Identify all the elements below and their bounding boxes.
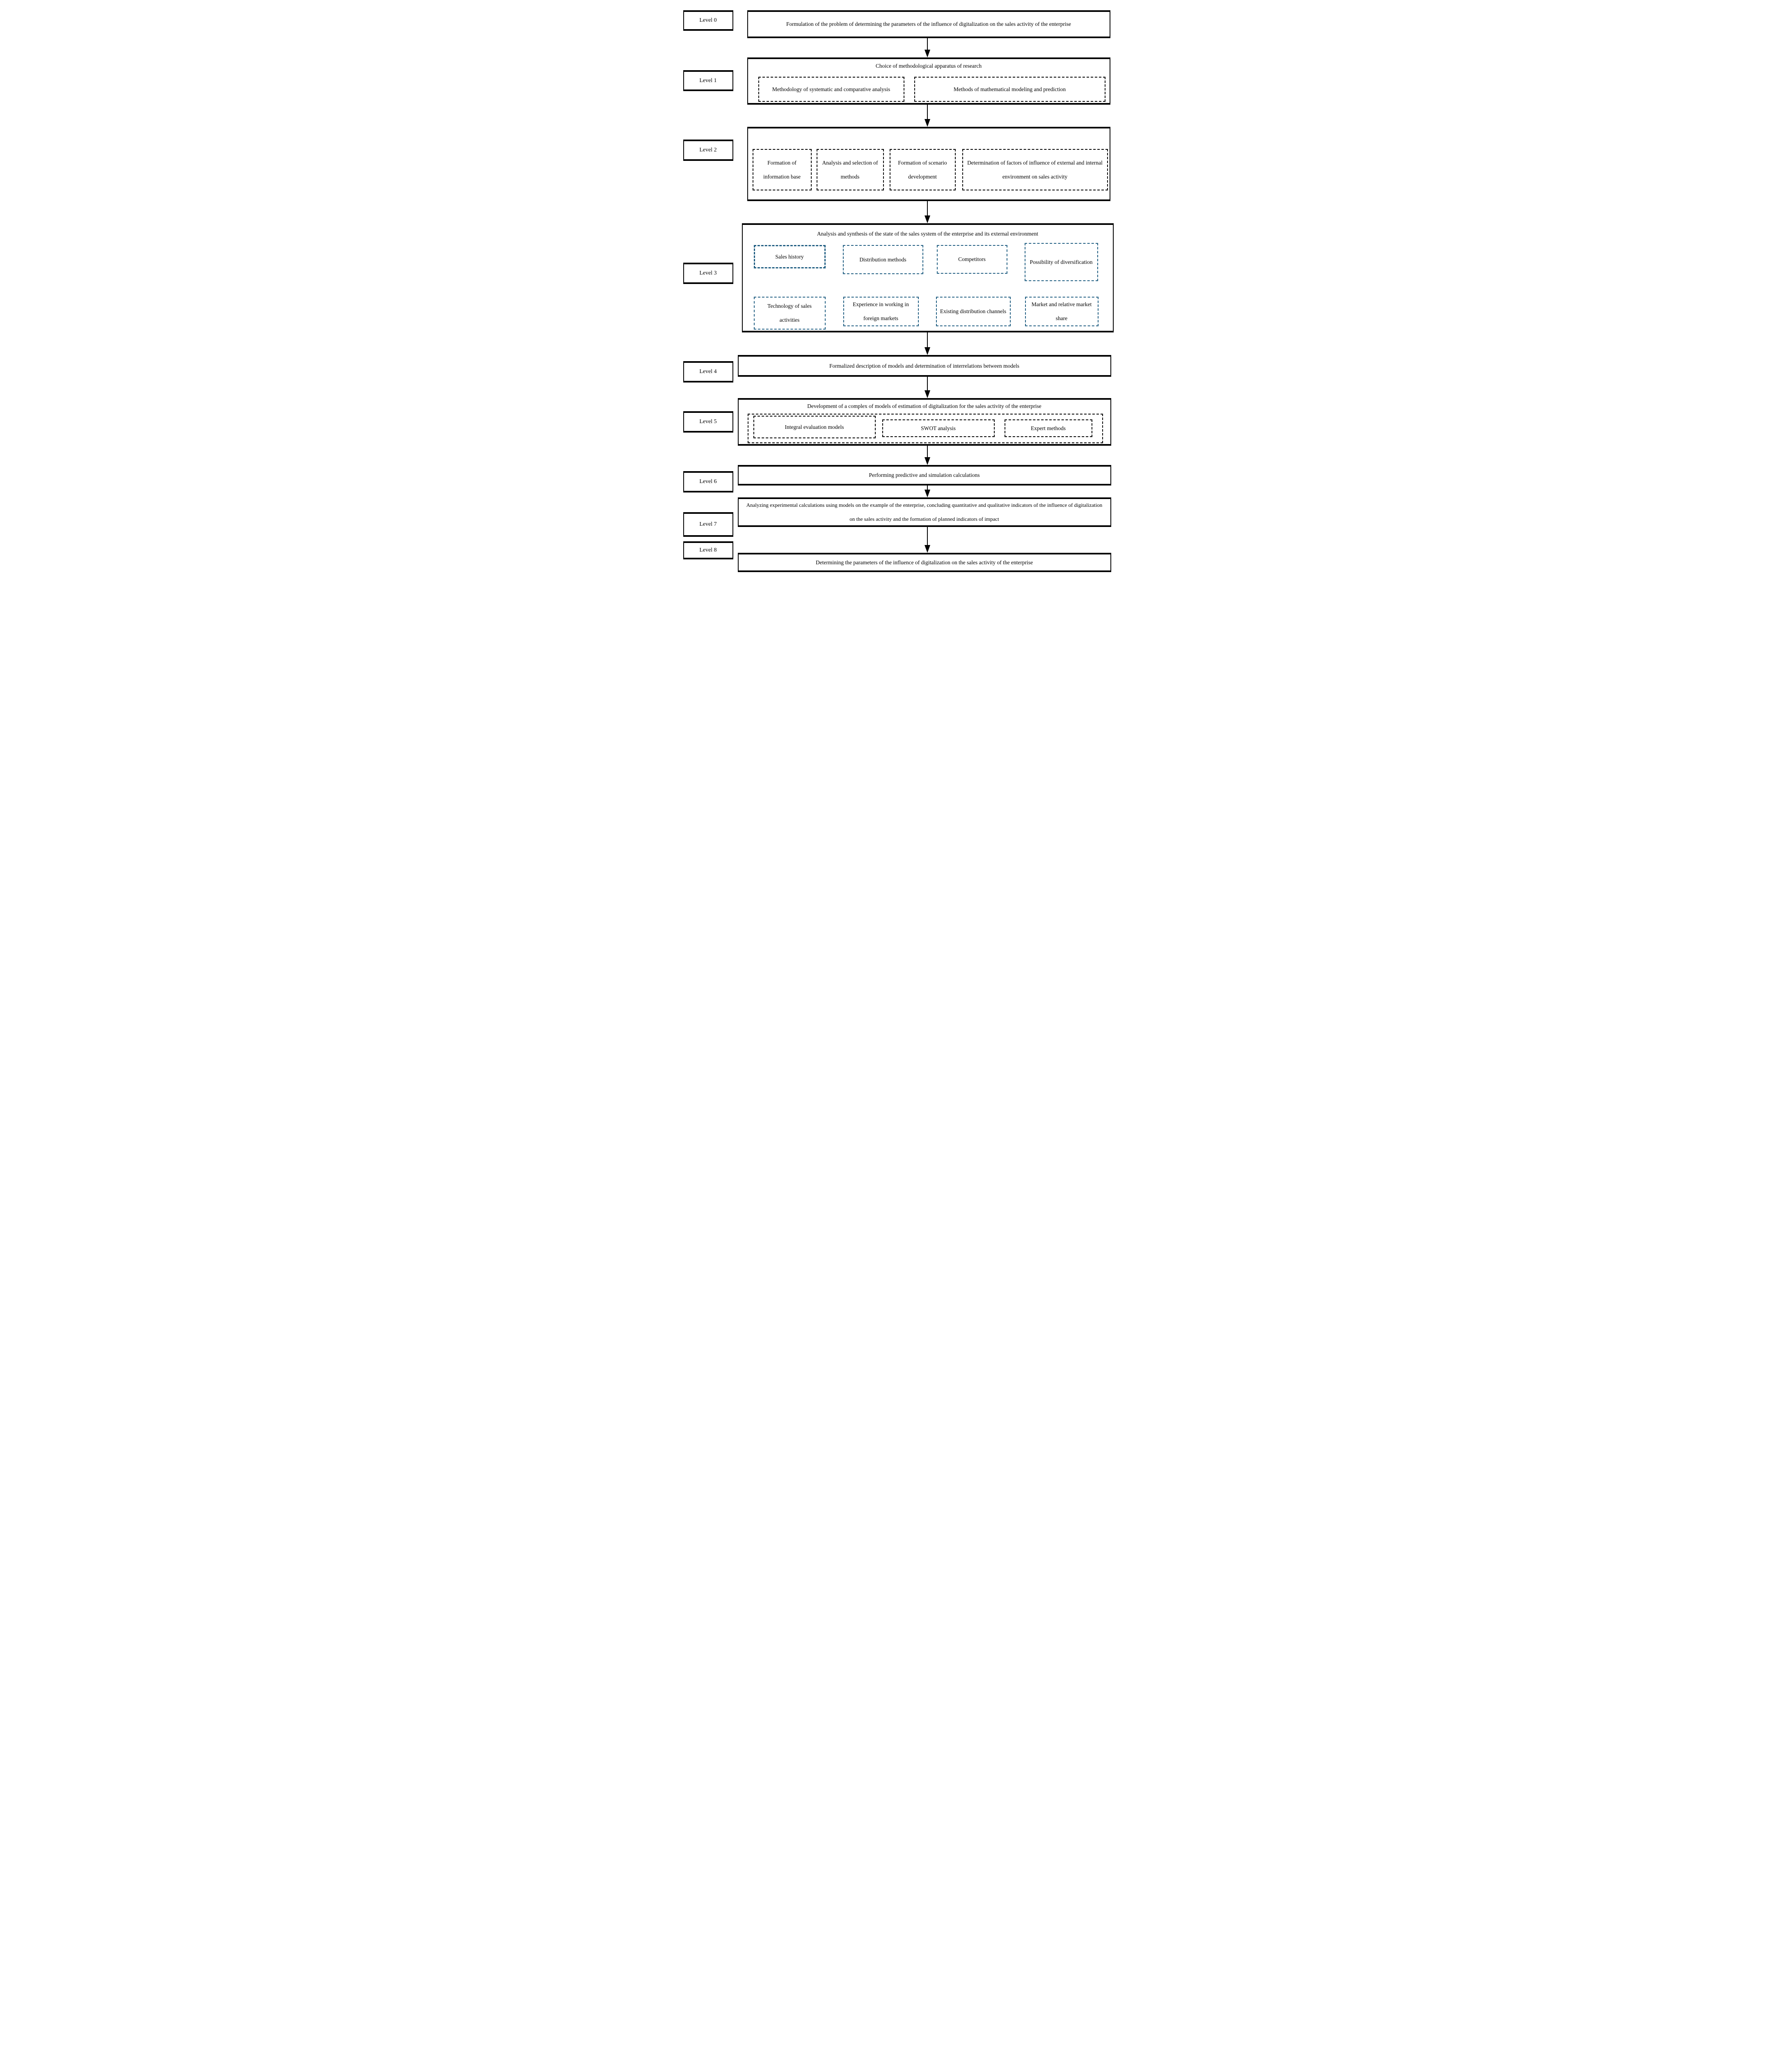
arrow-down-1-2 [924,105,931,127]
level-6-label-text: Level 6 [699,479,717,485]
arrow-head-icon [924,490,930,497]
level-2-box: Formation of information base Analysis a… [747,127,1110,201]
arrow-stem [927,446,928,457]
level-5-item-expert-methods: Expert methods [1004,419,1092,437]
level-2-item-scenario-development: Formation of scenario development [889,149,956,190]
level-1-box: Choice of methodological apparatus of re… [747,57,1110,105]
arrow-head-icon [924,50,930,57]
arrow-stem [927,332,928,347]
arrow-down-3-4 [924,332,931,355]
level-4-label: Level 4 [683,361,733,382]
arrow-head-icon [924,457,930,465]
level-1-label: Level 1 [683,70,733,91]
arrow-head-icon [924,347,930,355]
level-3-item-text: Sales history [775,253,804,260]
arrow-down-6-7 [924,486,931,497]
arrow-stem [927,377,928,390]
level-7-label-text: Level 7 [699,521,717,527]
arrow-stem [927,105,928,119]
arrow-stem [927,38,928,50]
level-3-item-text: Distribution methods [859,256,906,263]
level-5-item-integral-models: Integral evaluation models [753,416,876,438]
level-2-item-factors-determination: Determination of factors of influence of… [962,149,1108,190]
level-0-label-text: Level 0 [699,17,717,23]
arrow-stem [927,486,928,490]
level-3-item-text: Competitors [958,256,986,262]
flowchart-canvas: Level 0 Level 1 Level 2 Level 3 Level 4 … [672,0,1120,575]
arrow-down-4-5 [924,377,931,398]
level-5-label: Level 5 [683,411,733,433]
level-2-label: Level 2 [683,140,733,161]
level-1-item-methodology: Methodology of systematic and comparativ… [758,77,904,102]
arrow-stem [927,201,928,215]
level-1-item-text: Methodology of systematic and comparativ… [772,86,890,92]
arrow-head-icon [924,390,930,398]
level-8-box-text: Determining the parameters of the influe… [815,559,1033,566]
level-3-label: Level 3 [683,263,733,284]
level-3-item-foreign-experience: Experience in working in foreign markets [843,297,919,326]
level-3-item-text: Technology of sales activities [767,303,812,323]
level-3-item-text: Existing distribution channels [940,308,1007,315]
level-5-header: Development of a complex of models of es… [807,403,1041,409]
level-2-item-text: Analysis and selection of methods [822,159,878,180]
level-3-box: Analysis and synthesis of the state of t… [742,223,1114,332]
level-5-item-text: Integral evaluation models [785,424,844,430]
level-3-item-diversification: Possibility of diversification [1024,243,1098,281]
level-6-box: Performing predictive and simulation cal… [737,465,1111,486]
level-3-item-market-share: Market and relative market share [1025,297,1099,326]
level-4-box: Formalized description of models and det… [737,355,1111,377]
arrow-down-7-8 [924,527,931,553]
level-5-item-text: Expert methods [1030,425,1066,431]
arrow-head-icon [924,215,930,223]
arrow-down-2-3 [924,201,931,223]
level-8-label: Level 8 [683,541,733,559]
level-3-item-text: Experience in working in foreign markets [853,301,909,321]
level-3-item-competitors: Competitors [936,245,1007,274]
level-1-item-methods: Methods of mathematical modeling and pre… [914,77,1105,102]
level-3-label-text: Level 3 [699,270,717,276]
level-5-label-text: Level 5 [699,419,717,425]
level-2-item-text: Formation of scenario development [898,159,947,180]
level-6-box-text: Performing predictive and simulation cal… [869,472,980,478]
arrow-head-icon [924,545,930,553]
level-5-item-text: SWOT analysis [921,425,956,431]
level-2-item-information-base: Formation of information base [752,149,812,190]
level-1-label-text: Level 1 [699,77,717,84]
level-3-item-distribution-channels: Existing distribution channels [936,297,1011,326]
level-3-item-text: Market and relative market share [1031,301,1092,321]
level-2-item-text: Determination of factors of influence of… [967,159,1103,180]
level-3-item-distribution-methods: Distribution methods [842,245,923,274]
arrow-down-0-1 [924,38,931,57]
level-1-item-text: Methods of mathematical modeling and pre… [953,86,1066,92]
level-1-header: Choice of methodological apparatus of re… [875,63,982,69]
level-8-box: Determining the parameters of the influe… [737,553,1111,572]
level-3-item-text: Possibility of diversification [1030,259,1093,265]
level-7-box: Analyzing experimental calculations usin… [737,497,1111,527]
arrow-head-icon [924,119,930,127]
level-3-header: Analysis and synthesis of the state of t… [817,231,1039,237]
level-4-label-text: Level 4 [699,369,717,375]
level-7-box-text: Analyzing experimental calculations usin… [746,502,1103,522]
arrow-stem [927,527,928,545]
level-2-label-text: Level 2 [699,147,717,153]
level-7-label: Level 7 [683,512,733,537]
level-3-item-sales-history: Sales history [753,245,826,268]
level-3-item-sales-technology: Technology of sales activities [753,297,826,330]
level-2-item-text: Formation of information base [763,159,801,180]
level-5-box: Development of a complex of models of es… [737,398,1111,446]
level-8-label-text: Level 8 [699,547,717,553]
level-0-label: Level 0 [683,10,733,31]
level-5-item-swot-analysis: SWOT analysis [882,419,995,437]
level-6-label: Level 6 [683,471,733,492]
level-4-box-text: Formalized description of models and det… [829,362,1019,369]
level-0-box-text: Formulation of the problem of determinin… [786,21,1071,27]
level-0-box: Formulation of the problem of determinin… [747,10,1110,38]
arrow-down-5-6 [924,446,931,465]
level-2-item-analysis-selection: Analysis and selection of methods [816,149,884,190]
